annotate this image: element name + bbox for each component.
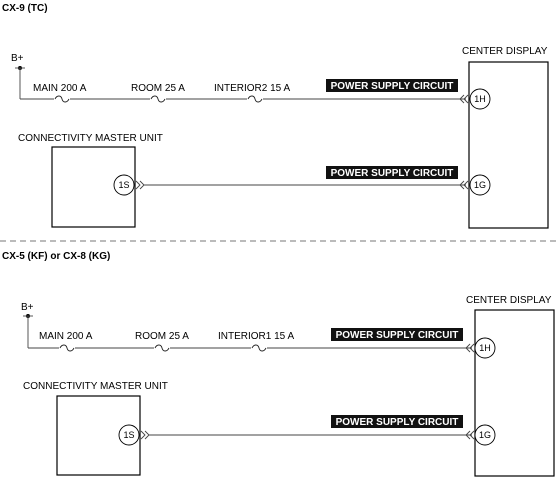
circuit-badge-label: POWER SUPPLY CIRCUIT	[331, 81, 454, 92]
fuse-icon	[54, 95, 70, 103]
pin-circle	[469, 88, 491, 110]
cmu-label: CONNECTIVITY MASTER UNIT	[23, 381, 168, 392]
pin-circle	[474, 424, 496, 446]
section-cx9: CX-9 (TC) B+ MAIN 200 A ROOM 25 A INTERI…	[2, 3, 549, 229]
center-display-label: CENTER DISPLAY	[466, 295, 552, 306]
battery-label: B+	[21, 302, 34, 313]
section-title: CX-5 (KF) or CX-8 (KG)	[2, 251, 110, 262]
circuit-badge-label: POWER SUPPLY CIRCUIT	[331, 168, 454, 179]
connector-arrow-icon	[459, 180, 469, 190]
center-display-label: CENTER DISPLAY	[462, 46, 548, 57]
connector-arrow-icon	[465, 343, 475, 353]
section-cx5-cx8: CX-5 (KF) or CX-8 (KG) B+ MAIN 200 A ROO…	[2, 251, 555, 477]
center-display-box	[474, 309, 555, 477]
center-display-box	[468, 61, 549, 229]
pin-label-1g: 1G	[479, 430, 491, 440]
fuse-label-main: MAIN 200 A	[39, 331, 93, 342]
fuse-label-room: ROOM 25 A	[135, 331, 189, 342]
pin-label-1h: 1H	[474, 94, 486, 104]
battery-label: B+	[11, 53, 24, 64]
fuse-icon	[251, 344, 267, 352]
circuit-badge-label: POWER SUPPLY CIRCUIT	[336, 330, 459, 341]
pin-circle	[113, 174, 135, 196]
fuse-label-interior: INTERIOR1 15 A	[218, 331, 294, 342]
pin-circle	[118, 424, 140, 446]
fuse-icon	[154, 344, 170, 352]
connector-arrow-icon	[459, 94, 469, 104]
pin-label-1s: 1S	[123, 430, 134, 440]
pin-circle	[474, 337, 496, 359]
circuit-badge	[326, 79, 458, 92]
pin-label-1g: 1G	[474, 180, 486, 190]
connector-arrow-icon	[135, 180, 145, 190]
connector-arrow-icon	[465, 430, 475, 440]
fuse-label-room: ROOM 25 A	[131, 83, 185, 94]
pin-circle	[469, 174, 491, 196]
connector-arrow-icon	[140, 430, 150, 440]
fuse-label-interior: INTERIOR2 15 A	[214, 83, 290, 94]
fuse-icon	[59, 344, 75, 352]
circuit-badge	[326, 166, 458, 179]
pin-label-1h: 1H	[479, 343, 491, 353]
circuit-badge	[331, 328, 463, 341]
circuit-badge-label: POWER SUPPLY CIRCUIT	[336, 417, 459, 428]
fuse-icon	[150, 95, 166, 103]
pin-label-1s: 1S	[118, 180, 129, 190]
circuit-badge	[331, 415, 463, 428]
fuse-label-main: MAIN 200 A	[33, 83, 87, 94]
cmu-label: CONNECTIVITY MASTER UNIT	[18, 133, 163, 144]
section-title: CX-9 (TC)	[2, 3, 48, 14]
fuse-icon	[247, 95, 263, 103]
